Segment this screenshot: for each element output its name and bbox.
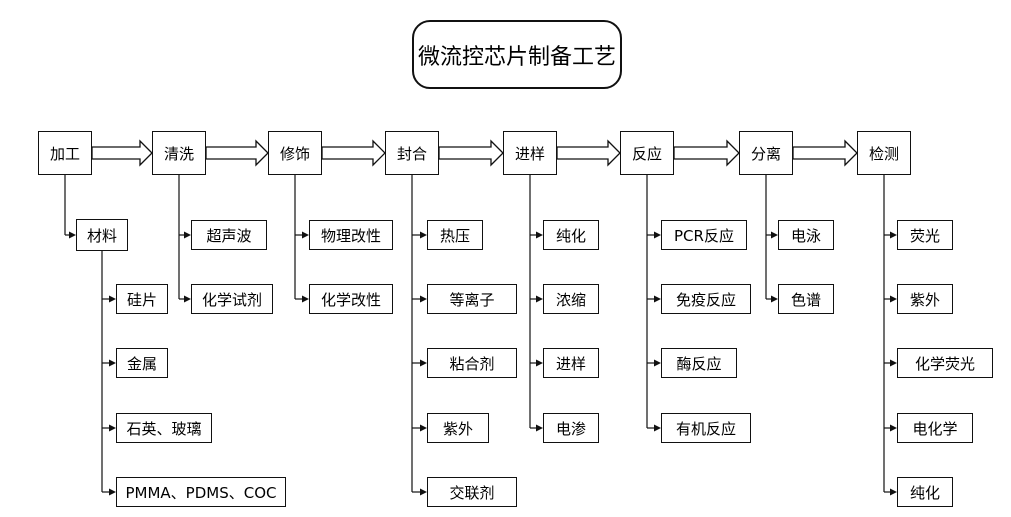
step-modification: 修饰	[268, 131, 322, 175]
flow-arrow	[205, 139, 269, 167]
step-detection: 检测	[857, 131, 911, 175]
arrowhead	[536, 295, 543, 303]
arrowhead	[302, 231, 309, 239]
material-silicon-wafer: 硅片	[116, 284, 168, 314]
substep-chemical-reagent: 化学试剂	[191, 284, 273, 314]
step-cleaning: 清洗	[152, 131, 206, 175]
diagram-title: 微流控芯片制备工艺	[412, 20, 622, 89]
arrowhead	[890, 424, 897, 432]
arrowhead	[890, 359, 897, 367]
arrowhead	[536, 424, 543, 432]
substep-fluorescence: 荧光	[897, 220, 953, 250]
material-metal: 金属	[116, 348, 168, 378]
substep-immune-reaction: 免疫反应	[661, 284, 751, 314]
arrowhead	[536, 359, 543, 367]
substep-physical-modification: 物理改性	[309, 220, 393, 250]
arrowhead	[420, 488, 427, 496]
substep-adhesive: 粘合剂	[427, 348, 517, 378]
substep-electroosmosis: 电渗	[543, 413, 599, 443]
step-machining: 加工	[38, 131, 92, 175]
step-reaction: 反应	[620, 131, 674, 175]
arrowhead	[109, 488, 116, 496]
arrowhead	[771, 231, 778, 239]
step-bonding: 封合	[385, 131, 439, 175]
arrowhead	[420, 424, 427, 432]
substep-organic-reaction: 有机反应	[661, 413, 751, 443]
substep-enzyme-reaction: 酶反应	[661, 348, 737, 378]
arrowhead	[184, 295, 191, 303]
material-polymers: PMMA、PDMS、COC	[116, 477, 286, 507]
step-separation: 分离	[739, 131, 793, 175]
flow-arrow	[91, 139, 153, 167]
substep-electrophoresis: 电泳	[778, 220, 834, 250]
substep-chemical-modification: 化学改性	[309, 284, 393, 314]
arrowhead	[109, 359, 116, 367]
arrowhead	[654, 295, 661, 303]
substep-injection: 进样	[543, 348, 599, 378]
arrowhead	[890, 488, 897, 496]
substep-uv-detection: 紫外	[897, 284, 953, 314]
arrowhead	[109, 424, 116, 432]
arrowhead	[184, 231, 191, 239]
flow-arrow	[556, 139, 621, 167]
substep-uv-bonding: 紫外	[427, 413, 489, 443]
arrowhead	[890, 231, 897, 239]
substep-concentration: 浓缩	[543, 284, 599, 314]
flow-arrow	[792, 139, 858, 167]
substep-purification-detection: 纯化	[897, 477, 953, 507]
arrowhead	[420, 231, 427, 239]
arrowhead	[890, 295, 897, 303]
step-sample-injection: 进样	[503, 131, 557, 175]
arrowhead	[771, 295, 778, 303]
flow-arrow	[321, 139, 386, 167]
substep-plasma: 等离子	[427, 284, 517, 314]
substep-material: 材料	[76, 219, 128, 251]
arrowhead	[536, 231, 543, 239]
substep-purification: 纯化	[543, 220, 599, 250]
substep-chemiluminescence: 化学荧光	[897, 348, 993, 378]
substep-ultrasonic: 超声波	[191, 220, 267, 250]
arrowhead	[654, 359, 661, 367]
substep-electrochemistry: 电化学	[897, 413, 973, 443]
substep-chromatography: 色谱	[778, 284, 834, 314]
arrowhead	[69, 231, 76, 239]
arrowhead	[420, 295, 427, 303]
arrowhead	[654, 231, 661, 239]
flow-arrow	[673, 139, 740, 167]
arrowhead	[302, 295, 309, 303]
substep-crosslinker: 交联剂	[427, 477, 517, 507]
arrowhead	[420, 359, 427, 367]
arrowhead	[654, 424, 661, 432]
material-quartz-glass: 石英、玻璃	[116, 413, 212, 443]
arrowhead	[109, 295, 116, 303]
substep-hot-pressing: 热压	[427, 220, 483, 250]
flow-arrow	[438, 139, 504, 167]
substep-pcr-reaction: PCR反应	[661, 220, 747, 250]
